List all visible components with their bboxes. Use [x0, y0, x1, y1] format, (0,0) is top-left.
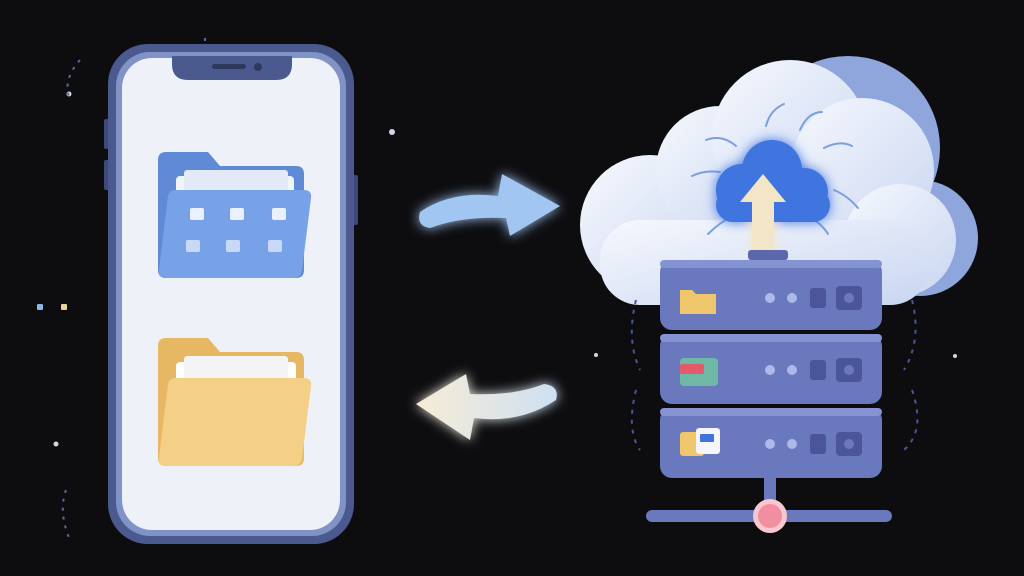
yellow-folder-icon [158, 338, 312, 466]
upload-arrow-icon [419, 174, 560, 236]
download-arrow-icon [416, 374, 557, 440]
cloud-upload-icon [716, 140, 830, 254]
server-rack-icon [630, 250, 919, 478]
network-node-icon [646, 478, 892, 533]
decorative-dots [37, 91, 957, 447]
decorative-dashes [61, 38, 206, 541]
blue-folder-icon [158, 152, 312, 278]
smartphone-icon [104, 44, 358, 544]
